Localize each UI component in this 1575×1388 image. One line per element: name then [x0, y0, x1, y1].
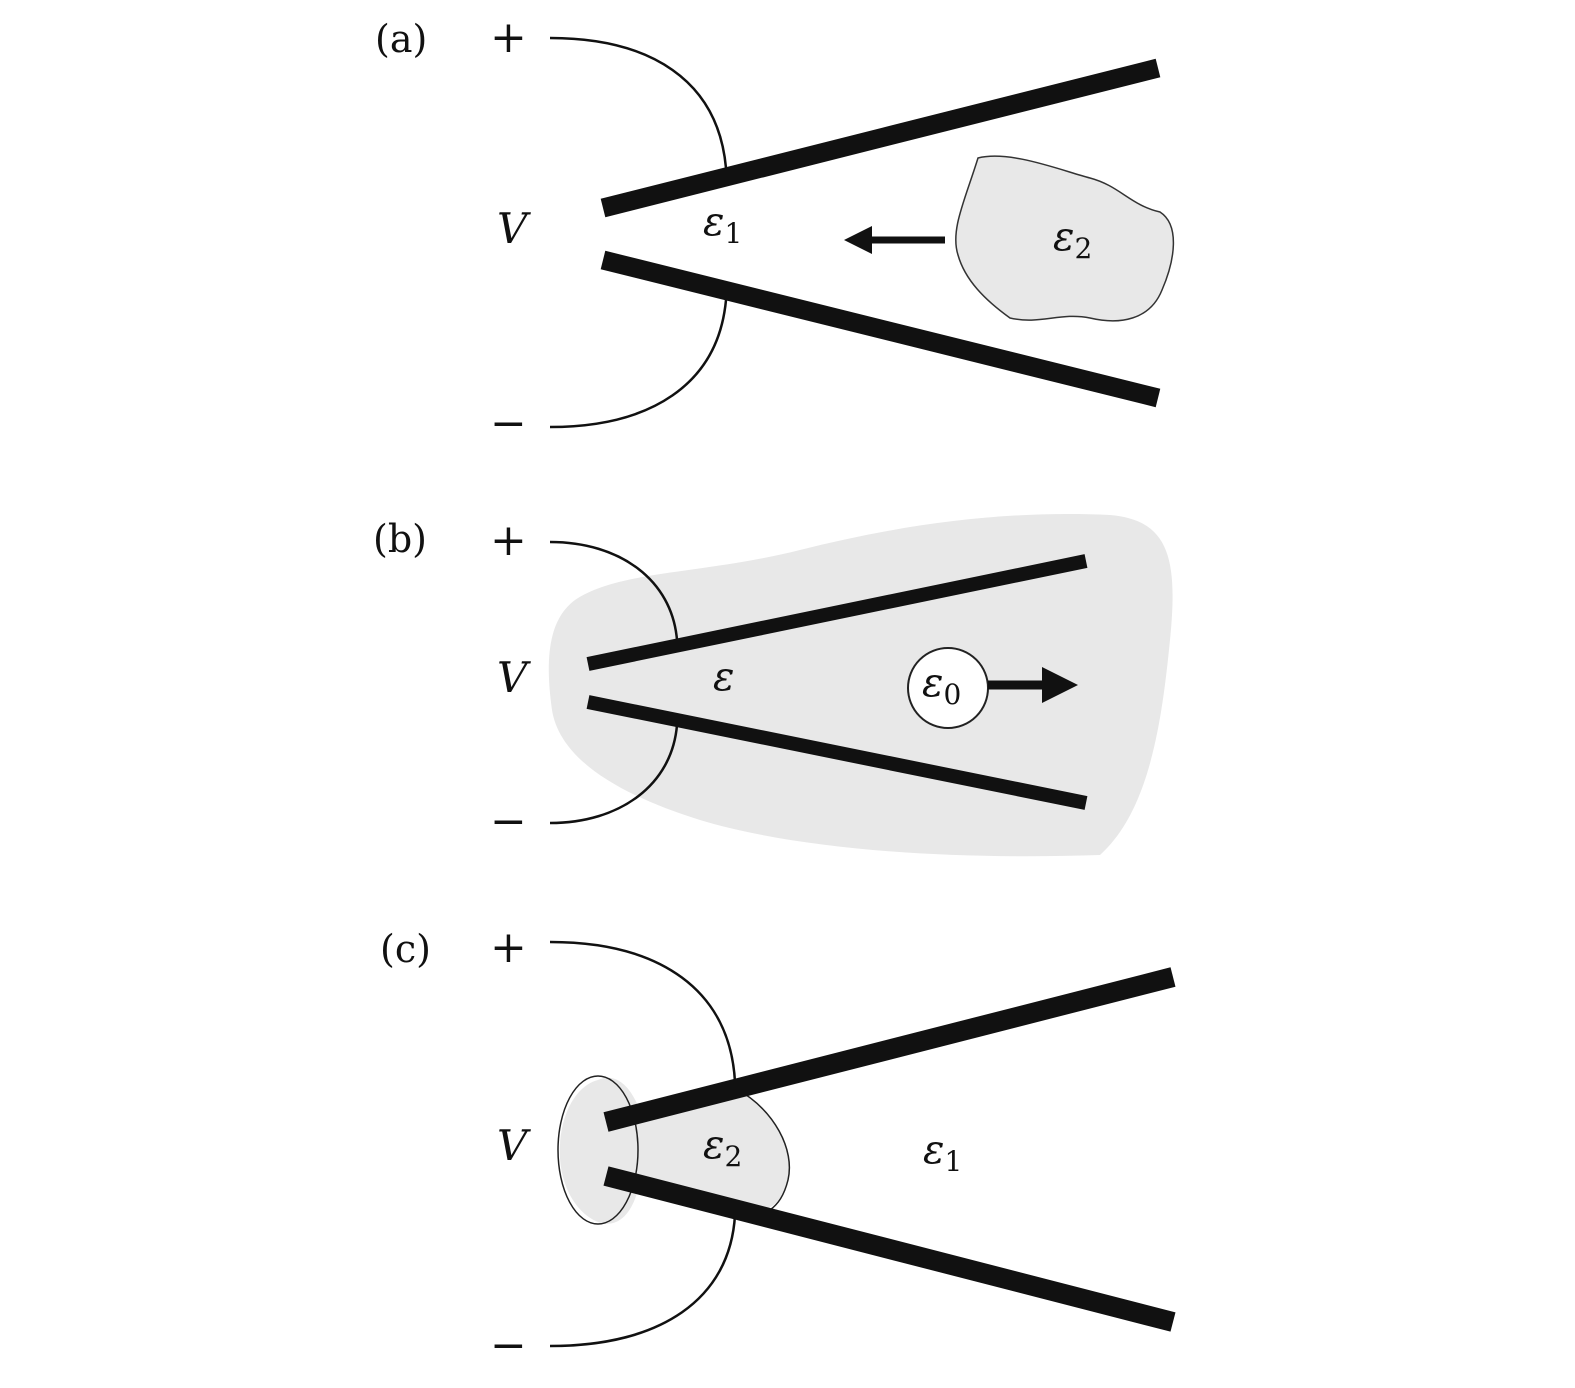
epsilon-1-label: ε1	[703, 199, 742, 250]
minus-sign: −	[490, 796, 527, 847]
wire-minus	[549, 299, 728, 429]
wire-plus	[549, 36, 728, 169]
plus-sign: +	[490, 515, 527, 566]
dielectric-particle	[955, 155, 1175, 322]
wire-minus	[549, 724, 679, 825]
ellipse-boundary	[557, 1075, 639, 1225]
minus-sign: −	[490, 398, 527, 449]
wire-minus	[549, 1214, 737, 1348]
electrode-top	[600, 58, 1161, 218]
epsilon-1-label: ε1	[923, 1127, 962, 1178]
electrode-bottom	[586, 695, 1088, 810]
epsilon-label: ε	[713, 654, 734, 700]
region-boundary	[734, 1087, 791, 1211]
epsilon-2-label: ε2	[703, 1122, 742, 1173]
plus-sign: +	[490, 922, 527, 973]
electrode-bottom	[603, 1166, 1176, 1332]
panel-b: (b) + − V ε ε0	[373, 514, 1173, 857]
electrode-top	[586, 554, 1088, 671]
panel-label: (b)	[373, 517, 427, 561]
wire-plus	[549, 940, 737, 1083]
voltage-label: V	[497, 653, 531, 702]
minus-sign: −	[490, 1320, 527, 1371]
dielectric-medium	[548, 514, 1173, 857]
panel-label: (c)	[380, 927, 431, 971]
electrode-top	[603, 967, 1176, 1132]
plus-sign: +	[490, 12, 527, 63]
epsilon-0-label: ε0	[922, 660, 961, 711]
electrode-bottom	[600, 250, 1161, 408]
panel-c: (c) + − V ε2 ε1	[380, 922, 1176, 1371]
voltage-label: V	[497, 204, 531, 253]
voltage-label: V	[497, 1121, 531, 1170]
wire-plus	[549, 540, 679, 641]
epsilon-2-label: ε2	[1053, 214, 1092, 265]
panel-label: (a)	[375, 17, 427, 61]
panel-a: (a) + − V ε1 ε2	[375, 12, 1175, 449]
